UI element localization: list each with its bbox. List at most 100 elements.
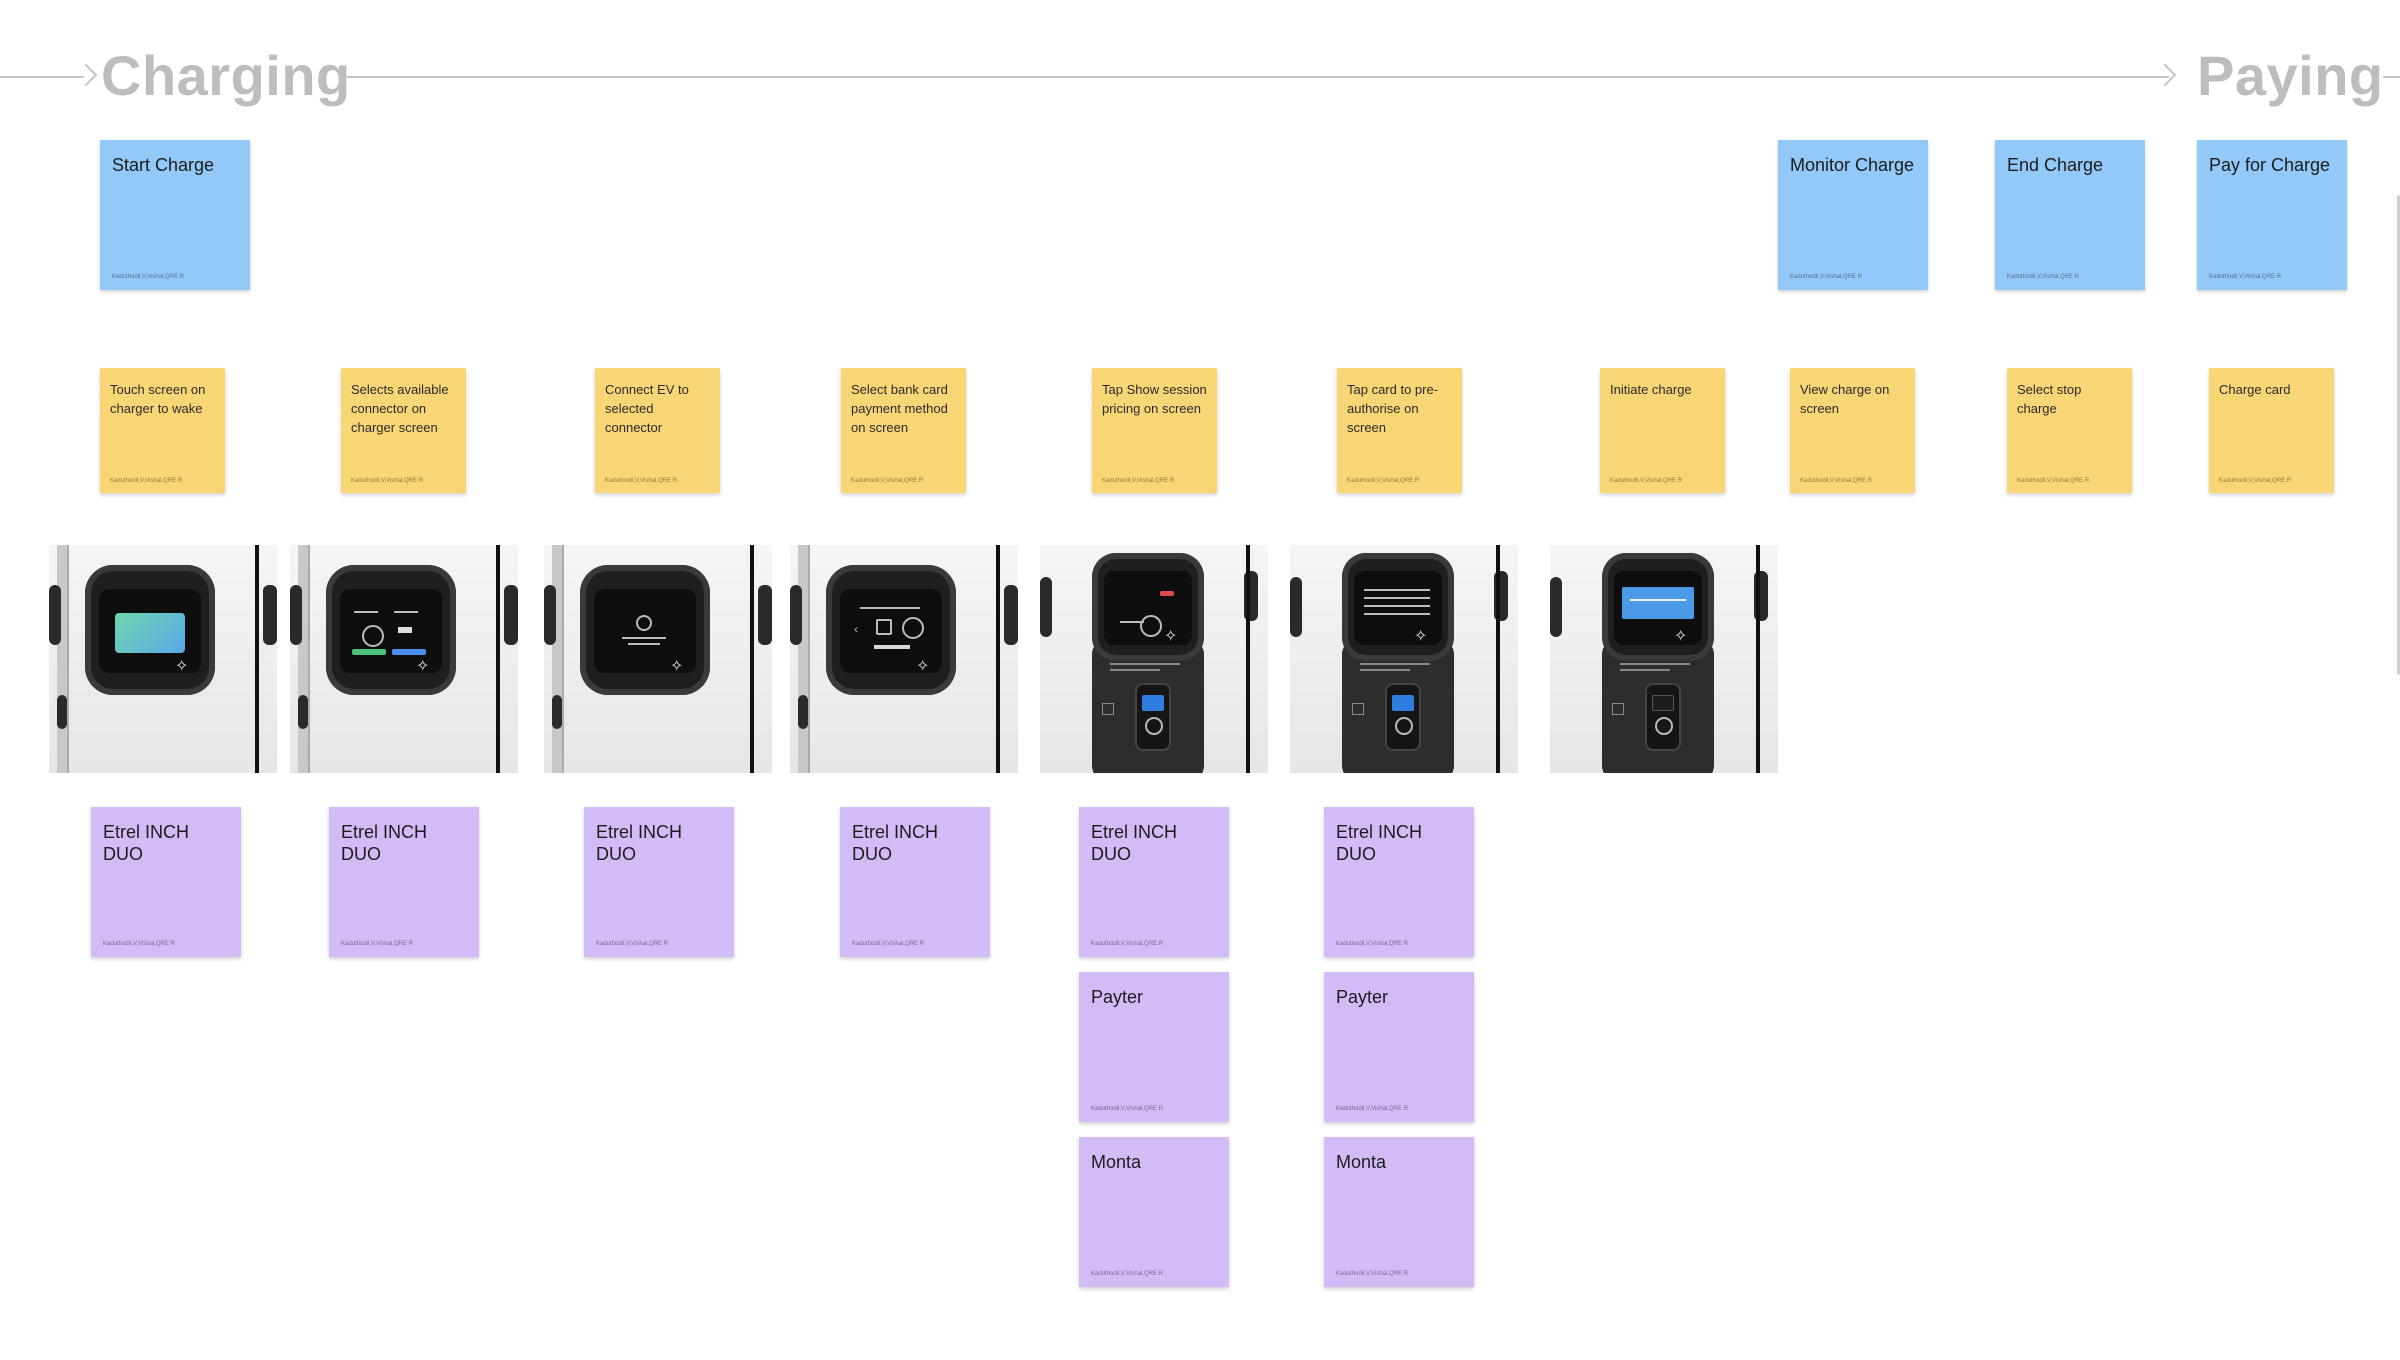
touchpoint-note[interactable]: Etrel INCH DUO Kaduthodil,V,Vishal,QRE R [91,807,241,957]
cabinet-label [1110,663,1180,665]
chevron-left-icon: ‹ [854,622,858,636]
step-title: Pay for Charge [2209,155,2331,175]
qr-code-icon [1102,703,1114,715]
action-note[interactable]: View charge on screen Kaduthodil,V,Visha… [1790,368,1915,493]
contactless-icon [1655,717,1673,735]
action-text: Select stop charge [2017,382,2082,416]
connector-available-bar [392,649,426,655]
qr-code-icon [1612,703,1624,715]
arrow-right-icon [2153,63,2177,87]
action-note[interactable]: Select stop charge Kaduthodil,V,Vishal,Q… [2007,368,2132,493]
note-author: Kaduthodil,V,Vishal,QRE R [103,941,176,947]
note-author: Kaduthodil,V,Vishal,QRE R [1347,478,1420,484]
charger-edge [496,545,500,773]
screen-text-line [622,637,666,639]
screen-text-line [354,611,378,613]
action-note[interactable]: Tap Show session pricing on screen Kadut… [1092,368,1217,493]
note-author: Kaduthodil,V,Vishal,QRE R [1790,274,1863,280]
charger-handle [798,695,808,729]
touchpoint-note[interactable]: Etrel INCH DUO Kaduthodil,V,Vishal,QRE R [1079,807,1229,957]
step-note[interactable]: Pay for Charge Kaduthodil,V,Vishal,QRE R [2197,140,2347,290]
charger-handle [1290,577,1302,637]
note-author: Kaduthodil,V,Vishal,QRE R [1610,478,1683,484]
screen-text-line [628,643,660,645]
note-author: Kaduthodil,V,Vishal,QRE R [2219,478,2292,484]
action-note[interactable]: Touch screen on charger to wake Kaduthod… [100,368,225,493]
screen-text-line [394,611,418,613]
phase-line-middle [343,76,2169,78]
touchpoint-note[interactable]: Monta Kaduthodil,V,Vishal,QRE R [1324,1137,1474,1287]
charger-handle [49,585,61,645]
canvas-scrollbar[interactable] [2397,195,2400,675]
action-text: Tap Show session pricing on screen [1102,382,1207,416]
touchpoint-label: Payter [1336,987,1389,1007]
touchpoint-note[interactable]: Etrel INCH DUO Kaduthodil,V,Vishal,QRE R [584,807,734,957]
cabinet-label [1360,663,1430,665]
step-title: Monitor Charge [1790,155,1915,175]
note-author: Kaduthodil,V,Vishal,QRE R [2007,274,2080,280]
note-author: Kaduthodil,V,Vishal,QRE R [110,478,183,484]
touchpoint-note[interactable]: Payter Kaduthodil,V,Vishal,QRE R [1079,972,1229,1122]
charger-edge [750,545,754,773]
cabinet-label [1360,669,1410,671]
note-author: Kaduthodil,V,Vishal,QRE R [1091,1106,1164,1112]
connector-available-bar [352,649,386,655]
action-note[interactable]: Connect EV to selected connector Kadutho… [595,368,720,493]
bank-card-icon [876,619,892,635]
action-text: Selects available connector on charger s… [351,382,449,435]
selection-ring-icon [902,617,924,639]
note-author: Kaduthodil,V,Vishal,QRE R [605,478,678,484]
touchpoint-label: Etrel INCH DUO [852,822,939,864]
initiate-dialog [1622,587,1694,619]
step-title: End Charge [2007,155,2104,175]
action-text: Tap card to pre-authorise on screen [1347,382,1439,435]
step-note[interactable]: End Charge Kaduthodil,V,Vishal,QRE R [1995,140,2145,290]
screen-text-line [874,645,910,649]
charger-terminal-session-pricing: ✧ [1040,545,1268,773]
charger-body [298,545,310,773]
touchpoint-note[interactable]: Etrel INCH DUO Kaduthodil,V,Vishal,QRE R [1324,807,1474,957]
screen-text-line [1120,621,1144,623]
note-author: Kaduthodil,V,Vishal,QRE R [1091,941,1164,947]
touchpoint-label: Monta [1091,1152,1142,1172]
note-author: Kaduthodil,V,Vishal,QRE R [1336,941,1409,947]
screen-text-line [1364,605,1430,607]
charger-handle [57,695,67,729]
touchpoint-note[interactable]: Etrel INCH DUO Kaduthodil,V,Vishal,QRE R [840,807,990,957]
action-note[interactable]: Selects available connector on charger s… [341,368,466,493]
charger-handle [544,585,556,645]
charger-handle [758,585,772,645]
action-note[interactable]: Select bank card payment method on scree… [841,368,966,493]
charger-body [552,545,564,773]
note-author: Kaduthodil,V,Vishal,QRE R [851,478,924,484]
contactless-icon [1395,717,1413,735]
action-text: Select bank card payment method on scree… [851,382,948,435]
step-note[interactable]: Monitor Charge Kaduthodil,V,Vishal,QRE R [1778,140,1928,290]
action-text: View charge on screen [1800,382,1890,416]
note-author: Kaduthodil,V,Vishal,QRE R [1091,1271,1164,1277]
charger-handle [263,585,277,645]
note-author: Kaduthodil,V,Vishal,QRE R [1102,478,1175,484]
phase-title-charging: Charging [101,44,351,107]
action-text: Connect EV to selected connector [605,382,689,435]
cabinet-label [1620,663,1690,665]
charger-body [798,545,810,773]
action-text: Touch screen on charger to wake [110,382,206,416]
connector-icon [362,625,384,647]
step-note[interactable]: Start Charge Kaduthodil,V,Vishal,QRE R [100,140,250,290]
action-note[interactable]: Initiate charge Kaduthodil,V,Vishal,QRE … [1600,368,1725,493]
touchpoint-label: Etrel INCH DUO [103,822,190,864]
sparkle-icon: ✧ [670,658,684,675]
touchpoint-note[interactable]: Monta Kaduthodil,V,Vishal,QRE R [1079,1137,1229,1287]
charger-edge [1496,545,1500,773]
charger-edge [1756,545,1760,773]
sparkle-icon: ✧ [916,658,930,675]
sparkle-icon: ✧ [175,658,189,675]
touchpoint-label: Payter [1091,987,1144,1007]
touchpoint-note[interactable]: Payter Kaduthodil,V,Vishal,QRE R [1324,972,1474,1122]
action-note[interactable]: Charge card Kaduthodil,V,Vishal,QRE R [2209,368,2334,493]
action-text: Charge card [2219,382,2291,397]
action-note[interactable]: Tap card to pre-authorise on screen Kadu… [1337,368,1462,493]
screen-text-line [860,607,920,609]
touchpoint-note[interactable]: Etrel INCH DUO Kaduthodil,V,Vishal,QRE R [329,807,479,957]
